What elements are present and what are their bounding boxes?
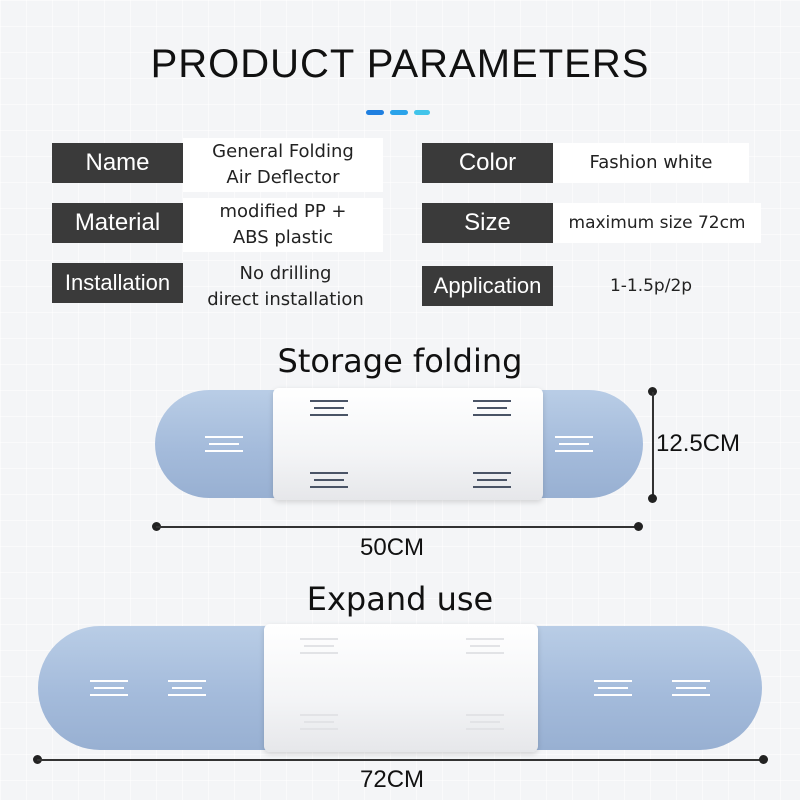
storage-white-band <box>273 388 543 500</box>
dimension-dot <box>648 387 657 396</box>
vent-icon <box>300 638 338 654</box>
param-value-size: maximum size 72cm <box>553 203 761 243</box>
vent-icon <box>310 472 348 488</box>
param-value-material: modified PP + ABS plastic <box>183 198 383 252</box>
accent-dash-3 <box>414 110 430 115</box>
expand-width-label: 72CM <box>360 766 425 793</box>
param-label-size: Size <box>422 203 553 243</box>
vent-icon <box>466 714 504 730</box>
param-label-color: Color <box>422 143 553 183</box>
accent-dash-1 <box>366 110 384 115</box>
param-value-application: 1-1.5p/2p <box>609 276 693 296</box>
storage-height-label: 12.5CM <box>656 430 741 457</box>
storage-width-label: 50CM <box>360 534 425 561</box>
vent-icon <box>594 680 632 696</box>
vent-icon <box>672 680 710 696</box>
vent-icon <box>466 638 504 654</box>
vent-icon <box>555 436 593 452</box>
param-label-name: Name <box>52 143 183 183</box>
vent-icon <box>168 680 206 696</box>
title-accent-dashes <box>366 110 436 116</box>
param-value-color: Fashion white <box>553 143 749 183</box>
storage-title: Storage folding <box>277 342 523 380</box>
width-dimension-line <box>37 759 763 761</box>
height-dimension-line <box>652 392 654 498</box>
dimension-dot <box>648 494 657 503</box>
vent-icon <box>205 436 243 452</box>
accent-dash-2 <box>390 110 408 115</box>
param-label-material: Material <box>52 203 183 243</box>
param-label-installation: Installation <box>52 263 183 303</box>
vent-icon <box>310 400 348 416</box>
vent-icon <box>473 472 511 488</box>
vent-icon <box>90 680 128 696</box>
expand-deflector-illustration <box>38 624 762 752</box>
width-dimension-line <box>156 526 638 528</box>
vent-icon <box>300 714 338 730</box>
param-value-installation: No drilling direct installation <box>207 263 364 310</box>
param-label-application: Application <box>422 266 553 306</box>
vent-icon <box>473 400 511 416</box>
storage-deflector-illustration <box>155 388 643 500</box>
dimension-dot <box>759 755 768 764</box>
page-title: PRODUCT PARAMETERS <box>150 42 650 86</box>
expand-title: Expand use <box>306 580 494 618</box>
dimension-dot <box>634 522 643 531</box>
param-value-name: General Folding Air Deflector <box>183 138 383 192</box>
